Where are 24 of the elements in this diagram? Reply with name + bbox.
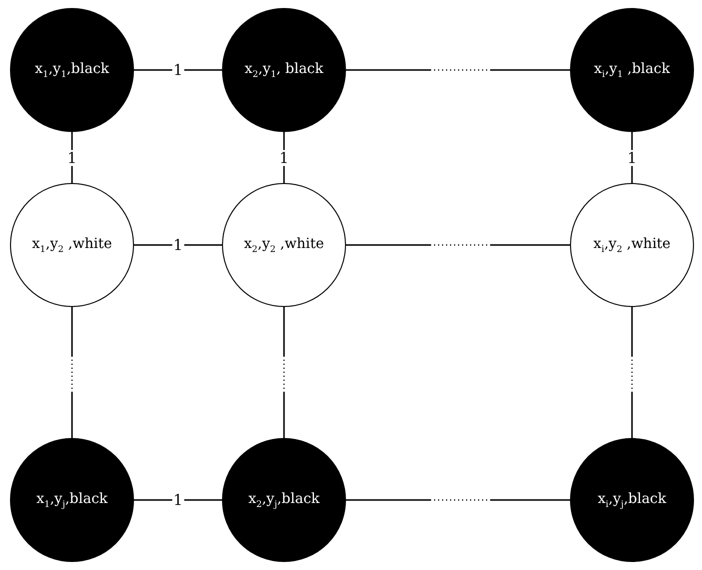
edge-label: 1 bbox=[172, 237, 184, 253]
node-label: x$_{2}$,y$_{1}$, black bbox=[244, 60, 324, 80]
connector-line bbox=[134, 69, 222, 71]
edge-label: 1 bbox=[626, 150, 638, 166]
node-label: x$_{1}$,y$_{j}$,black bbox=[36, 490, 108, 510]
connector-line bbox=[346, 244, 570, 246]
connector-line bbox=[631, 307, 633, 438]
edge-label: 1 bbox=[278, 150, 290, 166]
node-label: x$_{1}$,y$_{1}$,black bbox=[34, 60, 110, 80]
node-label: x$_{1}$,y$_{2}$ ,white bbox=[32, 236, 112, 254]
node-label: x$_{2}$,y$_{j}$,black bbox=[248, 490, 320, 510]
connector-line bbox=[134, 499, 222, 501]
node-label: x$_{i}$,y$_{j}$,black bbox=[598, 490, 666, 510]
node-label: x$_{2}$,y$_{2}$ ,white bbox=[244, 236, 324, 254]
edge-label: 1 bbox=[172, 492, 184, 508]
connector-line bbox=[283, 307, 285, 438]
edge-label: 1 bbox=[66, 150, 78, 166]
edge-label: 1 bbox=[172, 62, 184, 78]
connector-line bbox=[346, 69, 570, 71]
connector-line bbox=[71, 307, 73, 438]
connector-line bbox=[346, 499, 570, 501]
node-label: x$_{i}$,y$_{1}$ ,black bbox=[594, 60, 670, 80]
connector-line bbox=[134, 244, 222, 246]
node-label: x$_{i}$,y$_{2}$ ,white bbox=[593, 236, 671, 254]
